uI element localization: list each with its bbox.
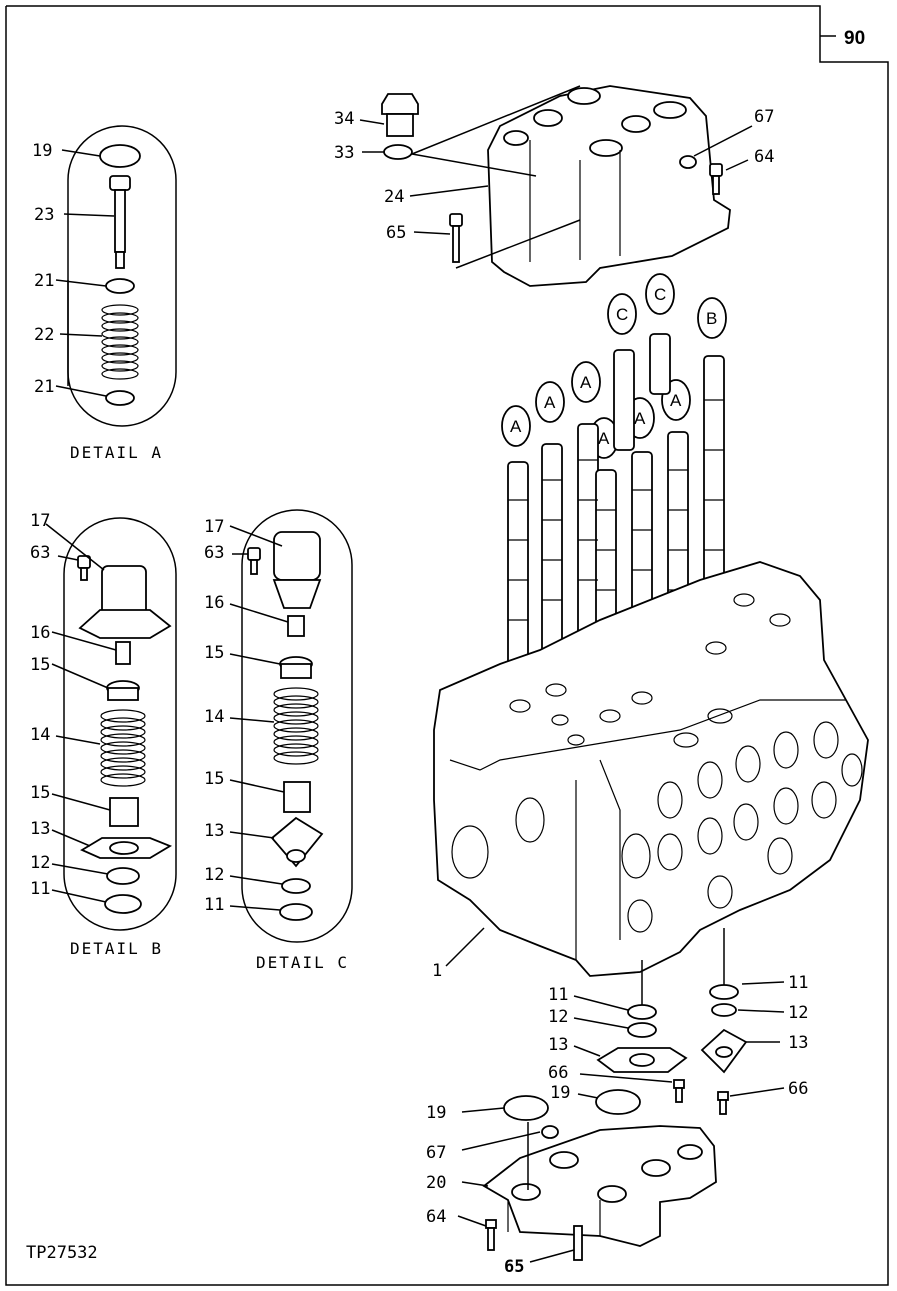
callout-12-right: 12 — [788, 1003, 808, 1023]
lower-left-stack — [573, 960, 688, 1103]
callout-66-left: 66 — [548, 1063, 568, 1083]
callout-12-left: 12 — [548, 1007, 568, 1027]
spool-tag-a4: A — [670, 391, 682, 410]
spool-tag-b: B — [706, 309, 717, 328]
callout-a-21: 21 — [34, 271, 54, 291]
callout-b-15b: 15 — [30, 783, 50, 803]
callout-24: 24 — [384, 187, 404, 207]
callout-65-top: 65 — [386, 223, 406, 243]
spool-tag-a2: A — [544, 393, 556, 412]
callout-c-16: 16 — [204, 593, 224, 613]
callout-b-11: 11 — [30, 879, 50, 899]
callout-b-14: 14 — [30, 725, 50, 745]
valve-body — [433, 561, 869, 977]
callout-a-21b: 21 — [34, 377, 54, 397]
callout-19-right: 19 — [550, 1083, 570, 1103]
callout-c-14: 14 — [204, 707, 224, 727]
callout-34: 34 — [334, 109, 354, 129]
detail-b-caption: DETAIL B — [70, 939, 163, 958]
callout-a-22: 22 — [34, 325, 54, 345]
detail-b — [45, 517, 177, 931]
callout-c-12: 12 — [204, 865, 224, 885]
callout-64-top: 64 — [754, 147, 774, 167]
callout-c-17: 17 — [204, 517, 224, 537]
spool-tag-c1: C — [616, 305, 628, 324]
callout-33: 33 — [334, 143, 354, 163]
bottom-cover-assembly — [457, 1089, 717, 1263]
callout-c-15: 15 — [204, 643, 224, 663]
spool-tag-a6: A — [598, 429, 610, 448]
callout-67-top: 67 — [754, 107, 774, 127]
callout-b-17: 17 — [30, 511, 50, 531]
callout-b-63: 63 — [30, 543, 50, 563]
lower-right-stack — [700, 928, 785, 1115]
page-border — [5, 5, 889, 1286]
detail-a — [55, 125, 177, 427]
spool-tag-a1: A — [580, 373, 592, 392]
callout-66-right: 66 — [788, 1079, 808, 1099]
callout-11-left: 11 — [548, 985, 568, 1005]
callout-65-bottom: 65 — [504, 1257, 524, 1277]
callout-b-13: 13 — [30, 819, 50, 839]
callout-1: 1 — [432, 961, 442, 981]
spool-tag-a3: A — [510, 417, 522, 436]
callout-c-63: 63 — [204, 543, 224, 563]
callout-a-23: 23 — [34, 205, 54, 225]
figure-id: TP27532 — [26, 1243, 98, 1263]
top-cover-assembly — [359, 85, 753, 287]
detail-c-caption: DETAIL C — [256, 953, 349, 972]
callout-b-12: 12 — [30, 853, 50, 873]
callout-13-right: 13 — [788, 1033, 808, 1053]
callout-13-left: 13 — [548, 1035, 568, 1055]
callout-b-16: 16 — [30, 623, 50, 643]
callout-b-15: 15 — [30, 655, 50, 675]
callout-67-bottom: 67 — [426, 1143, 446, 1163]
callout-c-11: 11 — [204, 895, 224, 915]
callout-20: 20 — [426, 1173, 446, 1193]
spool-tag-a5: A — [634, 409, 646, 428]
callout-a-19: 19 — [32, 141, 52, 161]
page-number: 90 — [844, 28, 865, 49]
detail-a-caption: DETAIL A — [70, 443, 163, 462]
callout-c-13: 13 — [204, 821, 224, 841]
callout-64-bottom: 64 — [426, 1207, 446, 1227]
spool-tag-c2: C — [654, 285, 666, 304]
callout-11-right: 11 — [788, 973, 808, 993]
callout-c-15b: 15 — [204, 769, 224, 789]
detail-c — [229, 509, 353, 943]
callout-19-left: 19 — [426, 1103, 446, 1123]
